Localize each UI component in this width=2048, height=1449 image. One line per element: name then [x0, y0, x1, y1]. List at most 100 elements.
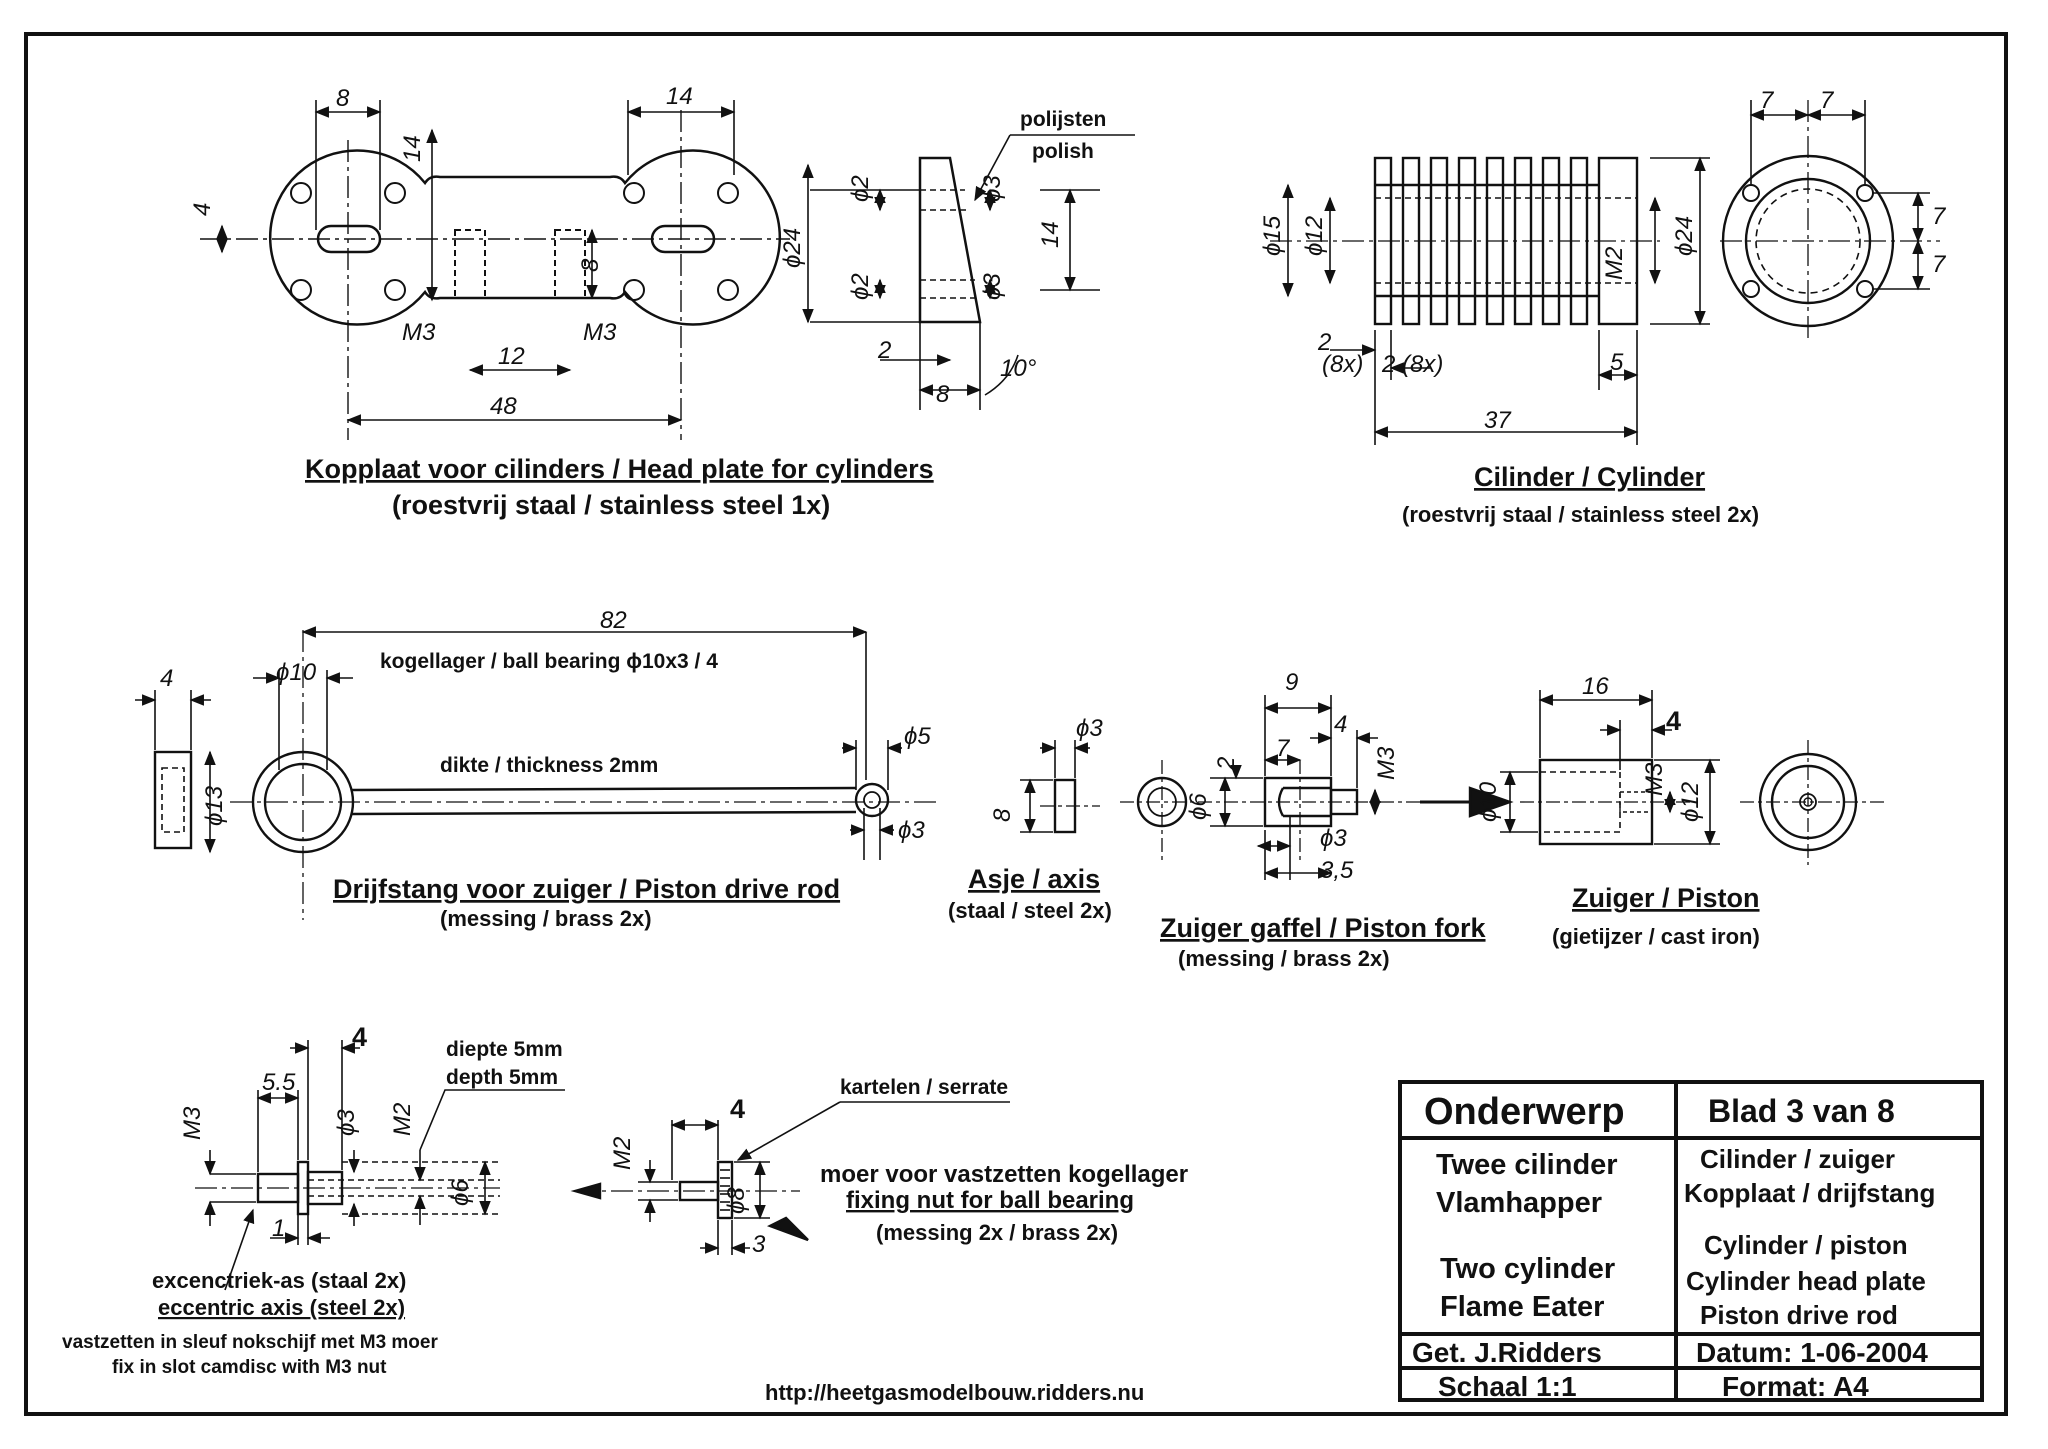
svg-text:4: 4: [1666, 706, 1681, 736]
svg-text:82: 82: [600, 607, 627, 634]
title-block-text: Onderwerp Blad 3 van 8 Twee cilinder Vla…: [1412, 1091, 1935, 1402]
axis-material: (staal / steel 2x): [948, 898, 1112, 923]
svg-text:4: 4: [189, 203, 216, 216]
svg-text:M2: M2: [389, 1103, 416, 1136]
svg-text:ϕ13: ϕ13: [201, 785, 228, 826]
svg-text:3,5: 3,5: [1320, 857, 1354, 884]
eccentric-axis-note-en: fix in slot camdisc with M3 nut: [112, 1357, 387, 1378]
piston-fork-title: Zuiger gaffel / Piston fork: [1160, 913, 1487, 943]
svg-text:M3: M3: [402, 319, 436, 346]
svg-text:Cylinder / piston: Cylinder / piston: [1704, 1230, 1908, 1260]
eccentric-axis-title-nl: excenctriek-as (staal 2x): [152, 1268, 406, 1293]
title-block-scale: Schaal 1:1: [1438, 1371, 1577, 1402]
svg-text:2: 2: [1213, 757, 1240, 771]
svg-text:8: 8: [936, 381, 950, 408]
axis-drawing: [1020, 740, 1100, 834]
svg-text:5: 5: [1610, 349, 1624, 376]
svg-text:depth 5mm: depth 5mm: [446, 1066, 558, 1089]
eccentric-axis-drawing: [195, 1040, 565, 1291]
cylinder-dims: 7 7 7 7 ϕ15 ϕ12 M2 ϕ24 2 (8x) 2 (8x) 5 3…: [1259, 87, 1947, 434]
drive-rod-title: Drijfstang voor zuiger / Piston drive ro…: [333, 874, 840, 904]
svg-text:4: 4: [160, 665, 173, 692]
svg-text:Twee cilinder: Twee cilinder: [1436, 1149, 1618, 1181]
svg-text:8: 8: [336, 85, 350, 112]
title-block-subject-label: Onderwerp: [1424, 1091, 1625, 1133]
svg-text:ϕ8: ϕ8: [723, 1187, 750, 1214]
eccentric-axis-note-nl: vastzetten in sleuf nokschijf met M3 moe…: [62, 1332, 438, 1353]
axis-title: Asje / axis: [968, 864, 1100, 894]
website-link[interactable]: http://heetgasmodelbouw.ridders.nu: [765, 1380, 1144, 1405]
svg-text:(8x): (8x): [1322, 351, 1363, 378]
svg-text:ϕ6: ϕ6: [447, 1179, 474, 1206]
svg-text:ϕ3: ϕ3: [898, 817, 925, 844]
svg-text:12: 12: [498, 343, 525, 370]
svg-text:2: 2: [877, 337, 891, 364]
eccentric-axis-title-en: eccentric axis (steel 2x): [158, 1295, 405, 1320]
svg-text:ϕ2: ϕ2: [847, 175, 874, 202]
axis-dims: ϕ3 8: [989, 715, 1103, 822]
svg-text:7: 7: [1932, 251, 1947, 278]
svg-text:1: 1: [272, 1215, 285, 1242]
svg-text:14: 14: [666, 83, 693, 110]
title-block-sheet: Blad 3 van 8: [1708, 1093, 1895, 1129]
head-plate-drawing: [200, 100, 1135, 440]
svg-text:ϕ10: ϕ10: [276, 659, 317, 686]
svg-text:ϕ12: ϕ12: [1301, 216, 1328, 256]
svg-text:polijsten: polijsten: [1020, 108, 1106, 131]
svg-text:ϕ12: ϕ12: [1677, 782, 1704, 822]
title-block-date: Datum: 1-06-2004: [1696, 1337, 1928, 1368]
svg-text:4: 4: [1334, 711, 1347, 738]
svg-text:M3: M3: [179, 1106, 206, 1140]
svg-text:Flame Eater: Flame Eater: [1440, 1291, 1604, 1323]
svg-text:7: 7: [1760, 87, 1775, 114]
piston-dims: 16 4 ϕ10 M3 ϕ12: [1475, 673, 1704, 822]
sheet-border: [24, 32, 2008, 1416]
svg-text:Kopplaat / drijfstang: Kopplaat / drijfstang: [1684, 1178, 1935, 1208]
svg-text:4: 4: [352, 1022, 367, 1052]
piston-title: Zuiger / Piston: [1572, 883, 1760, 913]
svg-text:M3: M3: [583, 319, 617, 346]
svg-text:37: 37: [1484, 407, 1512, 434]
svg-text:8: 8: [989, 808, 1016, 822]
drive-rod-dims: 82 4 ϕ10 ϕ13 ϕ5 ϕ3 kogellager / ball bea…: [160, 607, 931, 844]
head-plate-dims: 8 14 14 4 8 M3 M3 12 48 ϕ24 14 ϕ2 ϕ2 ϕ3 …: [189, 83, 1106, 420]
svg-text:ϕ15: ϕ15: [1259, 215, 1286, 256]
svg-text:ϕ24: ϕ24: [1671, 216, 1698, 256]
svg-text:M3: M3: [1641, 762, 1668, 796]
svg-text:4: 4: [730, 1094, 745, 1124]
svg-text:kogellager / ball bearing ϕ10: kogellager / ball bearing ϕ10x3 / 4: [380, 650, 718, 673]
drive-rod-drawing: [135, 626, 940, 920]
svg-text:ϕ24: ϕ24: [779, 228, 806, 268]
svg-text:ϕ6: ϕ6: [1185, 793, 1212, 820]
svg-text:7: 7: [1276, 735, 1291, 762]
fixing-nut-title-nl: moer voor vastzetten kogellager: [820, 1161, 1188, 1188]
svg-text:10°: 10°: [1000, 355, 1037, 382]
piston-fork-material: (messing / brass 2x): [1178, 946, 1390, 971]
svg-text:M2: M2: [609, 1137, 636, 1170]
svg-text:2 (8x): 2 (8x): [1381, 351, 1443, 378]
svg-text:M3: M3: [1373, 746, 1400, 780]
head-plate-title: Kopplaat voor cilinders / Head plate for…: [305, 454, 934, 484]
svg-text:3: 3: [752, 1231, 766, 1258]
svg-text:ϕ3: ϕ3: [979, 273, 1006, 300]
piston-drawing: [1500, 690, 1885, 865]
svg-text:9: 9: [1285, 669, 1298, 696]
cylinder-material: (roestvrij staal / stainless steel 2x): [1402, 502, 1759, 527]
svg-text:14: 14: [399, 135, 426, 162]
cylinder-drawing: [1270, 100, 1940, 445]
svg-text:16: 16: [1582, 673, 1609, 700]
eccentric-axis-dims: 4 5.5 ϕ3 M2 M3 ϕ6 1 diepte 5mm depth 5mm: [179, 1022, 563, 1242]
svg-text:M2: M2: [1601, 247, 1628, 280]
title-block-drawn-by: Get. J.Ridders: [1412, 1337, 1602, 1368]
svg-text:Cylinder head plate: Cylinder head plate: [1686, 1266, 1926, 1296]
svg-text:2: 2: [1317, 329, 1331, 356]
svg-text:http://heetgasmodelbouw.ridder: http://heetgasmodelbouw.ridders.nu: [765, 1380, 1144, 1405]
svg-text:ϕ3: ϕ3: [979, 175, 1006, 202]
svg-text:8: 8: [577, 258, 604, 272]
svg-text:diepte 5mm: diepte 5mm: [446, 1038, 563, 1061]
piston-material: (gietijzer / cast iron): [1552, 924, 1760, 949]
svg-text:7: 7: [1932, 203, 1947, 230]
svg-text:ϕ2: ϕ2: [847, 273, 874, 300]
svg-text:Vlamhapper: Vlamhapper: [1436, 1187, 1602, 1219]
svg-text:Piston drive rod: Piston drive rod: [1700, 1300, 1898, 1330]
